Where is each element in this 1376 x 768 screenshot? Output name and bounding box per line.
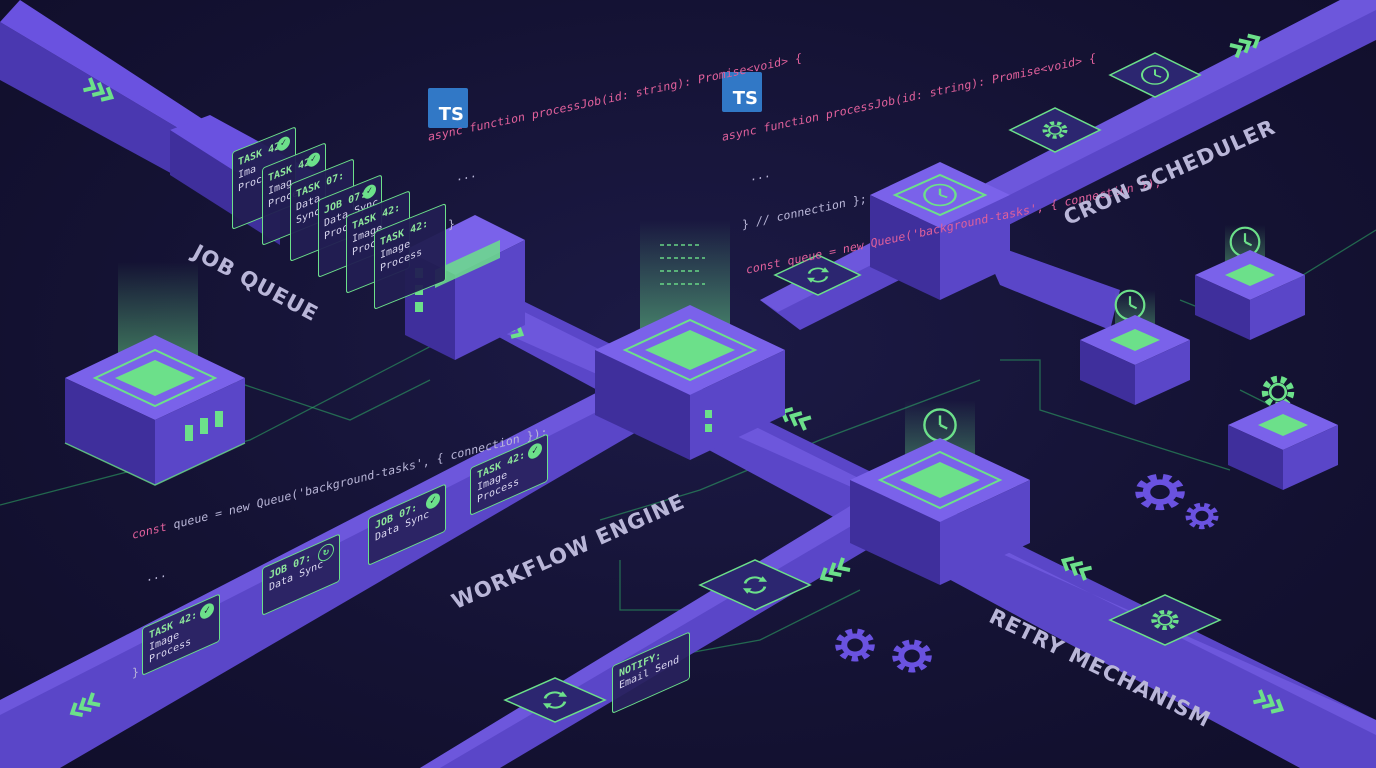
gear-tile-retry: [1108, 594, 1222, 646]
code-keyword: const: [746, 255, 781, 277]
central-hub: [595, 220, 785, 460]
typescript-badge-right: TS: [722, 72, 762, 112]
queue-card-body: Ima Proc: [238, 163, 263, 195]
scheduler-server-2: [1195, 225, 1305, 340]
job-queue-node: [64, 262, 246, 486]
retry-hub: [850, 400, 1030, 585]
pipe-right-branch: [980, 240, 1120, 330]
check-icon: ✓: [426, 490, 440, 512]
refresh-tile-bottom: [503, 677, 607, 723]
check-icon: ✓: [528, 440, 542, 462]
check-icon: ✓: [277, 134, 290, 153]
gear-tile-top: [1008, 107, 1102, 153]
check-icon: ✓: [307, 150, 320, 169]
refresh-icon: ↻: [318, 540, 334, 565]
code-keyword: const: [132, 519, 167, 542]
scheduler-server-1: [1080, 289, 1190, 405]
typescript-badge-left: TS: [428, 88, 468, 128]
cron-hub: [870, 162, 1010, 300]
scheduler-server-3: [1228, 379, 1338, 490]
purple-gears-bottom: [839, 632, 927, 669]
refresh-tile-center: [773, 254, 862, 296]
refresh-tile-mid: [698, 559, 812, 611]
clock-tile-top: [1108, 52, 1202, 98]
purple-gears-right: [1141, 478, 1216, 527]
check-icon: ✓: [200, 600, 214, 622]
